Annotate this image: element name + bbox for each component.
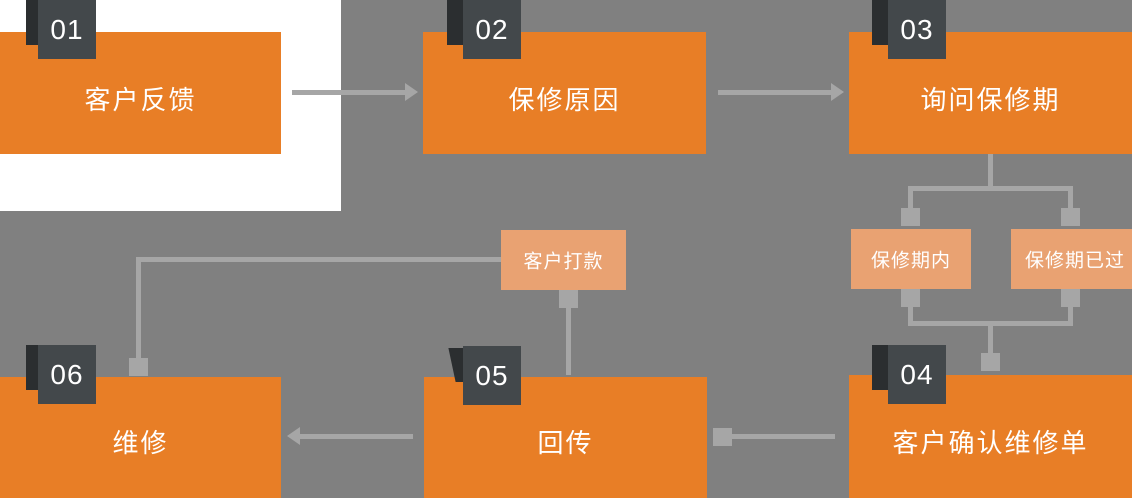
connector-split-left-drop xyxy=(908,186,913,208)
step-badge-01: 01 xyxy=(38,0,96,59)
arrowhead-step03-in xyxy=(831,83,844,101)
connector-branch-in-warranty-out xyxy=(901,289,920,307)
step-badge-04: 04 xyxy=(888,345,946,404)
step-badge-05: 05 xyxy=(463,346,521,405)
arrowhead-branch-in-warranty xyxy=(901,208,920,226)
connector-payment-vertical xyxy=(136,257,141,361)
connector-merge-right-rise xyxy=(1068,303,1073,326)
arrowhead-step02-in xyxy=(405,83,418,101)
step-label-03: 询问保修期 xyxy=(920,85,1061,115)
extra-label-customer-payment: 客户打款 xyxy=(523,251,604,273)
connector-payment-horizontal xyxy=(136,257,501,262)
extra-box-customer-payment[interactable]: 客户打款 xyxy=(501,230,626,290)
arrowhead-step05-in xyxy=(713,428,732,446)
connector-step05-to-step06 xyxy=(300,434,413,439)
connector-merge-to-step04 xyxy=(988,321,993,355)
step-label-05: 回传 xyxy=(537,428,594,458)
arrowhead-branch-expired xyxy=(1061,208,1080,226)
step-badge-06: 06 xyxy=(38,345,96,404)
connector-step04-to-step05 xyxy=(722,434,835,439)
connector-step03-down xyxy=(988,154,993,186)
connector-step01-to-step02 xyxy=(292,90,405,95)
branch-box-expired[interactable]: 保修期已过 xyxy=(1011,229,1132,289)
arrowhead-step06-in xyxy=(287,427,300,445)
step-badge-02: 02 xyxy=(463,0,521,59)
arrowhead-step04-in xyxy=(981,353,1000,371)
branch-box-in-warranty[interactable]: 保修期内 xyxy=(851,229,971,289)
step-label-01: 客户反馈 xyxy=(84,85,197,115)
step-label-04: 客户确认维修单 xyxy=(892,428,1089,458)
connector-split-horizontal xyxy=(908,186,1073,191)
arrowhead-step06-top-in xyxy=(129,358,148,376)
branch-label-expired: 保修期已过 xyxy=(1024,250,1125,272)
branch-label-in-warranty: 保修期内 xyxy=(870,250,951,272)
step-label-06: 维修 xyxy=(112,428,169,458)
step-badge-03: 03 xyxy=(888,0,946,59)
connector-branch-expired-out xyxy=(1061,289,1080,307)
connector-merge-left-rise xyxy=(908,303,913,326)
step-label-02: 保修原因 xyxy=(508,85,621,115)
connector-step05-to-payment xyxy=(566,292,571,375)
connector-step02-to-step03 xyxy=(718,90,831,95)
connector-split-right-drop xyxy=(1068,186,1073,208)
arrowhead-payment-in xyxy=(559,290,578,308)
